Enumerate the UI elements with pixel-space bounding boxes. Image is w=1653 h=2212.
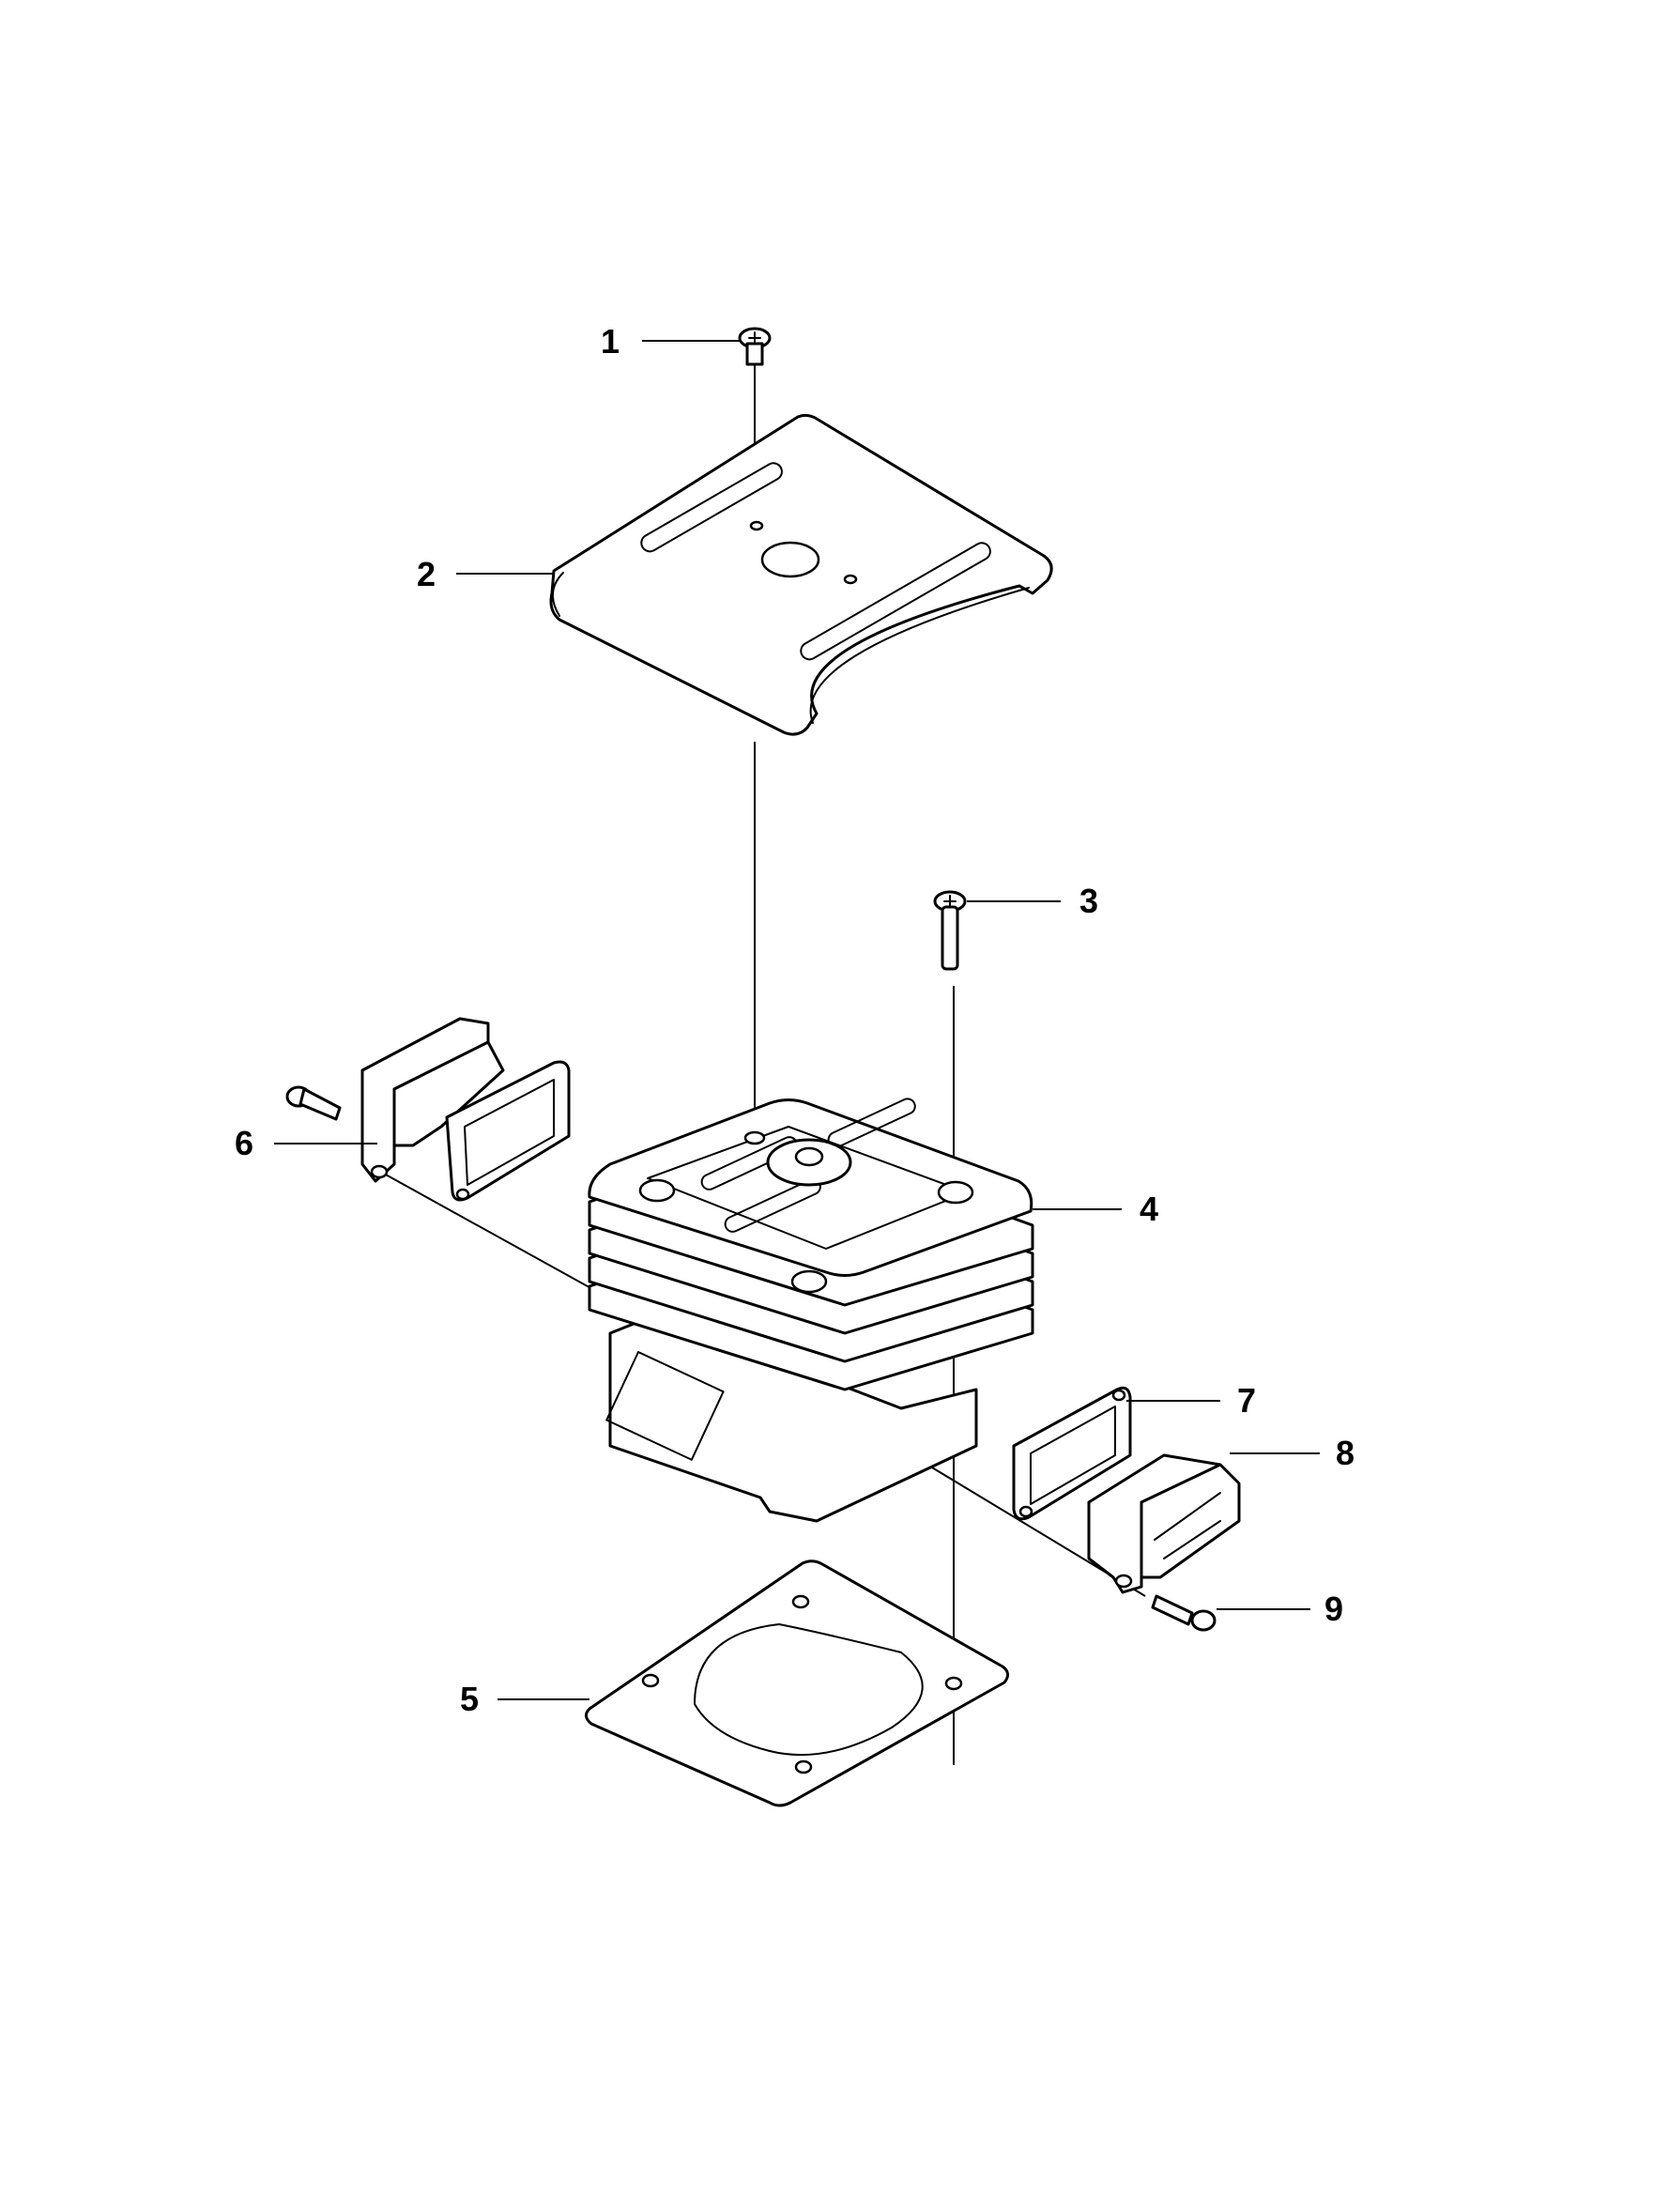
part-2-cover-plate [549,413,1053,736]
callout-4-label: 4 [1140,1190,1158,1228]
part-3-long-screw [933,890,967,971]
callout-5-label: 5 [460,1680,479,1718]
part-5-base-gasket [585,1559,1009,1807]
callout-7-label: 7 [1237,1381,1256,1420]
callout-8-label: 8 [1336,1434,1355,1472]
part-7-right-gasket [1012,1386,1132,1521]
part-6-intake-flange-left [360,1017,505,1183]
callout-1-label: 1 [601,322,620,361]
part-9-screw [1151,1594,1217,1632]
left-intake-gasket [445,1060,571,1202]
callout-numbers: 1 2 3 4 5 6 7 8 9 [235,322,1355,1718]
part-8-intake-flange-right [1087,1453,1241,1594]
part-6-screw [285,1085,342,1121]
callout-leader-lines [274,340,1320,1700]
callout-9-label: 9 [1324,1590,1343,1628]
part-1-screw [738,327,772,366]
callout-2-label: 2 [417,555,436,593]
callout-6-label: 6 [235,1124,253,1162]
callout-3-label: 3 [1079,882,1098,920]
part-4-cylinder [588,1098,1034,1523]
